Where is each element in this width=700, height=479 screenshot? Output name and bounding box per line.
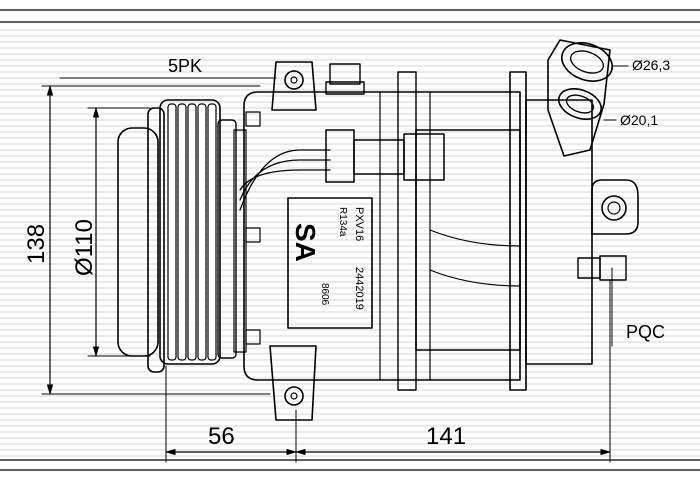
nameplate-part-number: 2442019: [353, 267, 365, 310]
dim-pipe-small: Ø20,1: [620, 112, 658, 128]
nameplate-code: 8606: [319, 283, 330, 306]
pulley-groove: [177, 103, 187, 361]
dim-connector: PQC: [626, 322, 665, 342]
pulley-groove: [207, 103, 217, 361]
dim-belt: 5PK: [168, 56, 202, 76]
refrigerant-ports: [547, 39, 639, 281]
pulley-groove: [187, 103, 197, 361]
pulley: [117, 99, 247, 373]
dim-pulley-diameter: Ø110: [71, 219, 98, 276]
frame-lines: [0, 9, 700, 471]
pulley-groove: [167, 103, 177, 361]
dim-height-total: 138: [23, 224, 50, 264]
nameplate-model: PXV16: [353, 207, 365, 241]
compressor-body: [243, 61, 593, 421]
nameplate-brand: SA: [290, 223, 321, 262]
dimensions: 5PK 138 Ø110 56 141 Ø26,3 Ø20,1 PQC: [23, 56, 670, 463]
nameplate: PXV16 2442019 R134a 8606 SA: [287, 197, 373, 329]
nameplate-refrigerant: R134a: [337, 207, 348, 237]
dim-length-body: 141: [426, 423, 466, 450]
dim-pipe-large: Ø26,3: [632, 57, 670, 73]
clutch-connector: [239, 129, 445, 211]
dim-offset-front: 56: [208, 423, 235, 450]
pulley-groove: [197, 103, 207, 361]
